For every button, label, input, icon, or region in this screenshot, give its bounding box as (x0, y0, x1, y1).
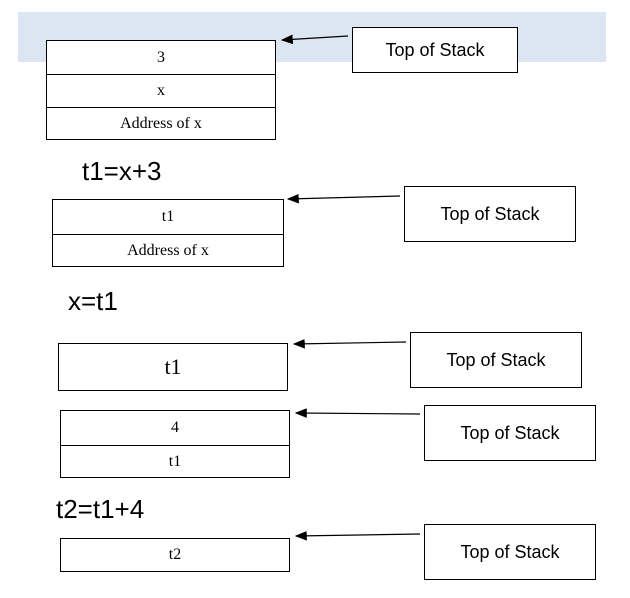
top-of-stack-box-1: Top of Stack (352, 27, 518, 73)
stack-2-cell-1: t1 (161, 208, 175, 225)
arrow-4 (294, 408, 421, 418)
stack-1: 3 x Address of x (46, 40, 276, 140)
top-of-stack-box-2: Top of Stack (404, 186, 576, 242)
operation-label-1: t1=x+3 (82, 156, 162, 186)
operation-label-2: x=t1 (68, 286, 118, 316)
stack-5: t2 (60, 538, 290, 572)
arrow-2 (286, 193, 401, 204)
stack-3-cell-1: t1 (164, 354, 182, 379)
operation-label-3: t2=t1+4 (56, 494, 145, 524)
top-of-stack-box-5: Top of Stack (424, 524, 596, 580)
stack-1-cell-3: Address of x (47, 107, 275, 139)
arrow-5 (294, 531, 421, 541)
stack-4: 4 t1 (60, 410, 290, 478)
arrow-3 (292, 339, 407, 349)
stack-1-cell-1: 3 (157, 48, 165, 66)
top-of-stack-box-3: Top of Stack (410, 332, 582, 388)
stack-5-cell-1: t2 (168, 546, 182, 563)
stack-2: t1 Address of x (52, 199, 284, 267)
stack-4-cell-1: 4 (171, 419, 179, 436)
arrow-1 (280, 34, 349, 45)
top-of-stack-box-4: Top of Stack (424, 405, 596, 461)
stack-1-cell-2: x (47, 74, 275, 107)
stack-2-cell-2: Address of x (53, 234, 283, 266)
stack-4-cell-2: t1 (61, 445, 289, 477)
stack-3: t1 (58, 343, 288, 391)
